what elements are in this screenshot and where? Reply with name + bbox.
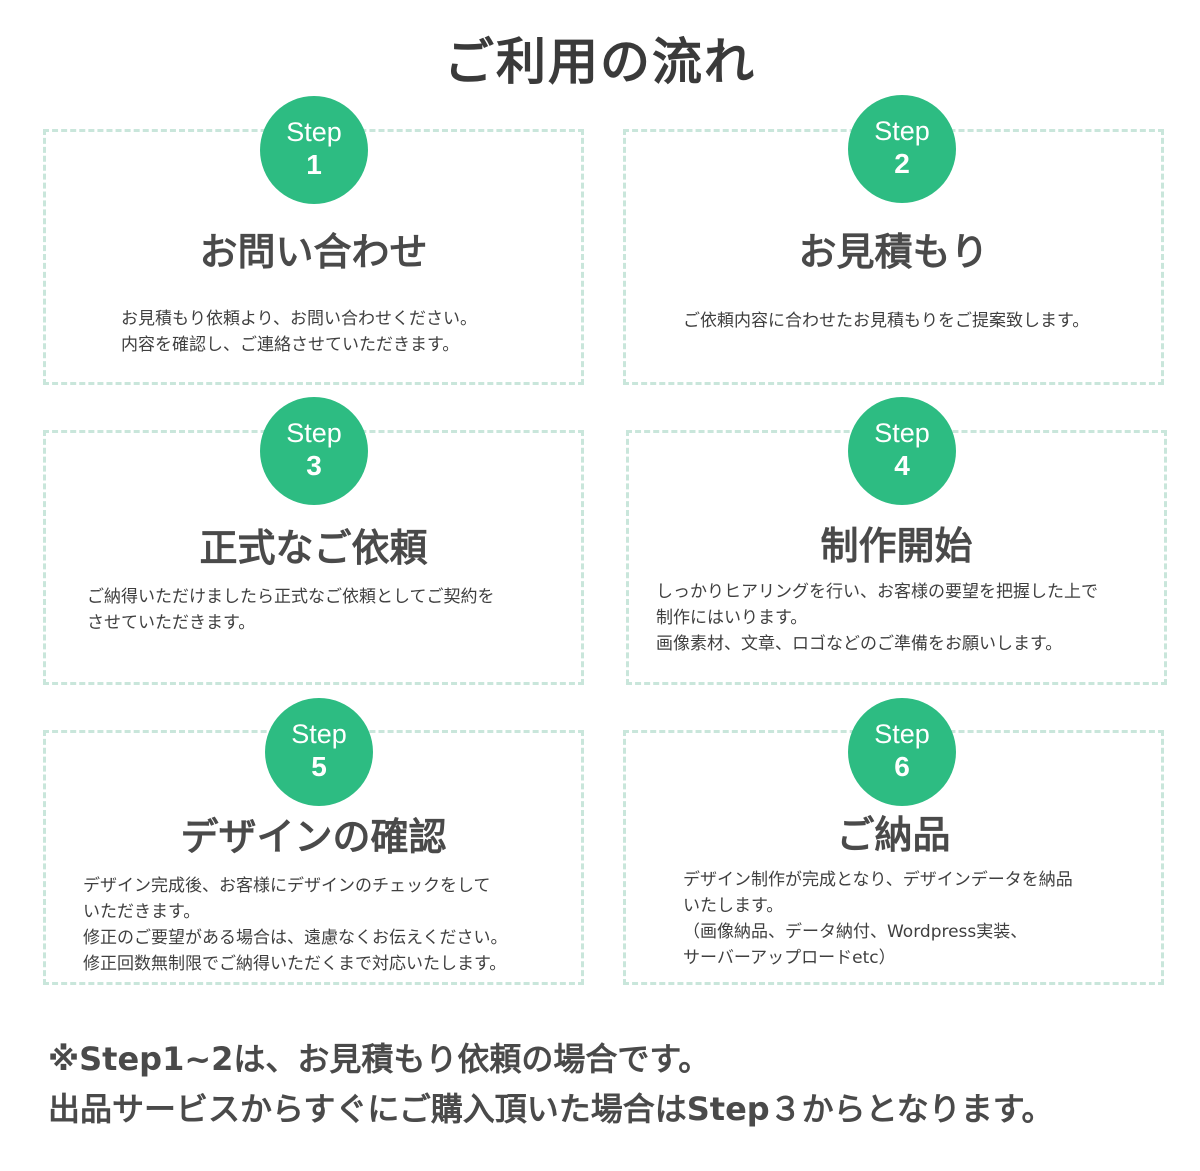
- step-title-3: 正式なご依頼: [199, 526, 428, 570]
- note-line: 出品サービスからすぐにご購入頂いた場合はStep３からとなります。: [48, 1090, 1054, 1128]
- step-badge-number: 4: [894, 450, 910, 481]
- step-description-2: ご依頼内容に合わせたお見積もりをご提案致します。: [683, 308, 1089, 334]
- step-badge-label: Step: [874, 719, 930, 749]
- step-description-line: させていただきます。: [87, 613, 256, 633]
- step-badge-3: Step 3: [260, 397, 368, 505]
- page-title: ご利用の流れ: [444, 33, 756, 91]
- step-description-1: お見積もり依頼より、お問い合わせください。 内容を確認し、ご連絡させていただきま…: [121, 306, 477, 358]
- step-badge-number: 3: [306, 450, 322, 481]
- step-description-line: 内容を確認し、ご連絡させていただきます。: [121, 335, 460, 355]
- step-description-line: お見積もり依頼より、お問い合わせください。: [121, 309, 477, 329]
- step-badge-4: Step 4: [848, 397, 956, 505]
- step-badge-number: 2: [894, 148, 910, 179]
- step-badge-5: Step 5: [265, 698, 373, 806]
- step-description-6: デザイン制作が完成となり、デザインデータを納品 いたします。 （画像納品、データ…: [683, 867, 1073, 971]
- step-description-line: デザイン制作が完成となり、デザインデータを納品: [683, 870, 1073, 890]
- step-description-line: （画像納品、データ納付、Wordpress実装、: [683, 922, 1028, 942]
- step-description-3: ご納得いただけましたら正式なご依頼としてご契約を させていただきます。: [87, 584, 495, 636]
- step-description-line: 制作にはいります。: [656, 608, 808, 628]
- step-badge-2: Step 2: [848, 95, 956, 203]
- step-badge-label: Step: [286, 418, 342, 448]
- step-description-4: しっかりヒアリングを行い、お客様の要望を把握した上で 制作にはいります。 画像素…: [656, 579, 1098, 657]
- step-description-line: いただきます。: [83, 902, 201, 922]
- step-badge-label: Step: [874, 418, 930, 448]
- step-badge-1: Step 1: [260, 96, 368, 204]
- step-badge-label: Step: [874, 116, 930, 146]
- step-title-4: 制作開始: [820, 524, 973, 568]
- step-description-line: デザイン完成後、お客様にデザインのチェックをして: [83, 876, 491, 896]
- step-title-5: デザインの確認: [180, 815, 447, 859]
- step-description-line: しっかりヒアリングを行い、お客様の要望を把握した上で: [656, 582, 1098, 602]
- step-badge-6: Step 6: [848, 698, 956, 806]
- step-description-5: デザイン完成後、お客様にデザインのチェックをして いただきます。 修正のご要望が…: [83, 873, 508, 977]
- step-title-1: お問い合わせ: [199, 230, 428, 274]
- step-description-line: 修正回数無制限でご納得いただくまで対応いたします。: [83, 954, 507, 974]
- step-badge-number: 5: [311, 751, 327, 782]
- step-badge-number: 6: [894, 751, 910, 782]
- step-description-line: ご納得いただけましたら正式なご依頼としてご契約を: [87, 587, 495, 607]
- step-description-line: ご依頼内容に合わせたお見積もりをご提案致します。: [683, 311, 1090, 331]
- step-description-line: 修正のご要望がある場合は、遠慮なくお伝えください。: [83, 928, 508, 948]
- step-badge-label: Step: [286, 117, 342, 147]
- step-description-line: サーバーアップロードetc）: [683, 948, 896, 968]
- step-title-2: お見積もり: [798, 230, 989, 274]
- step-description-line: いたします。: [683, 896, 784, 916]
- step-badge-label: Step: [291, 719, 347, 749]
- bottom-note: ※Step1~2は、お見積もり依頼の場合です。 出品サービスからすぐにご購入頂い…: [48, 1034, 1054, 1134]
- step-title-6: ご納品: [836, 813, 951, 857]
- note-line: ※Step1~2は、お見積もり依頼の場合です。: [48, 1040, 711, 1078]
- step-description-line: 画像素材、文章、ロゴなどのご準備をお願いします。: [656, 634, 1063, 654]
- step-badge-number: 1: [306, 149, 322, 180]
